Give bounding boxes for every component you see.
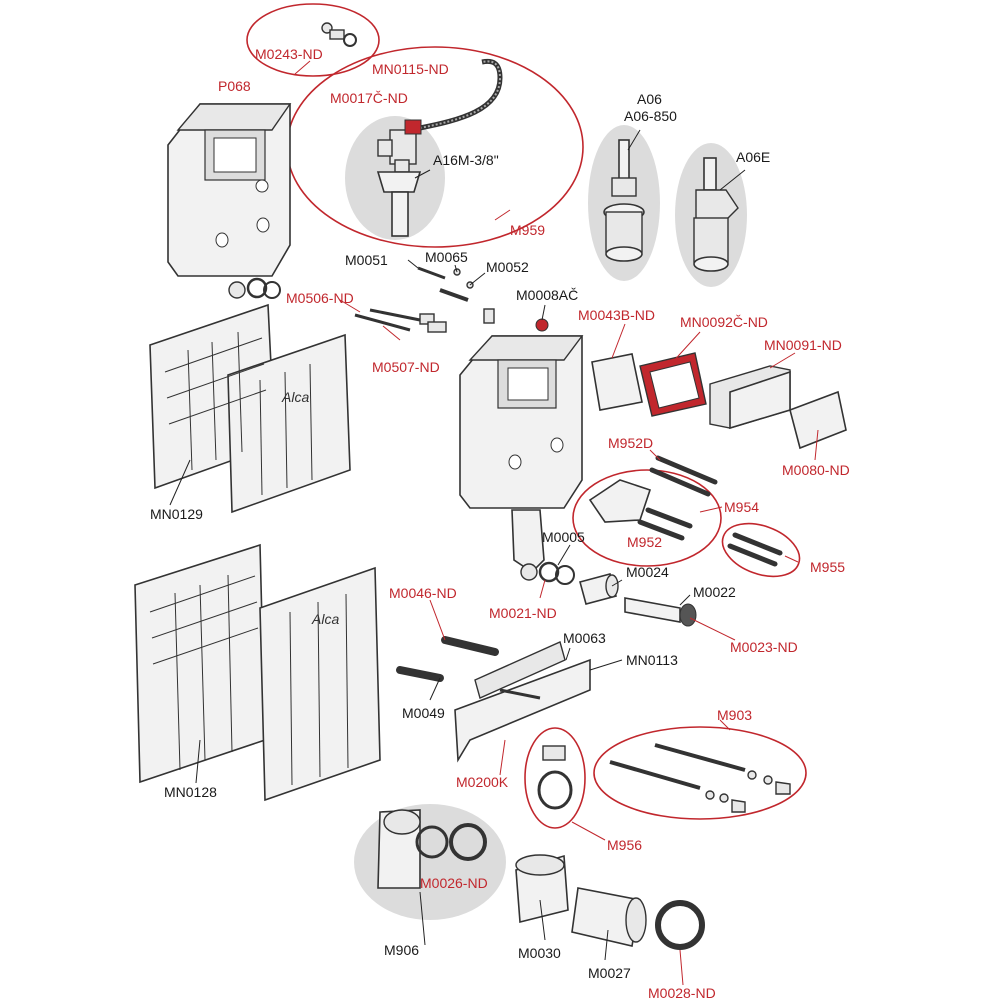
label-m0043b-nd: M0043B-ND xyxy=(578,307,655,323)
label-m0065: M0065 xyxy=(425,249,468,265)
frame-m0043b xyxy=(591,353,643,411)
group-outline-m903 xyxy=(593,726,807,820)
label-m0080-nd: M0080-ND xyxy=(782,462,850,478)
label-mn0129: MN0129 xyxy=(150,506,203,522)
label-m0017c-nd: M0017Č-ND xyxy=(330,90,408,106)
label-m0024: M0024 xyxy=(626,564,669,580)
valve-a06e xyxy=(693,157,739,272)
brand-logo-lower: Alca xyxy=(311,611,339,627)
label-m959: M959 xyxy=(510,222,545,238)
p068-parts xyxy=(321,22,357,47)
bracket-m954 xyxy=(588,479,652,523)
label-a06e: A06E xyxy=(736,149,770,165)
label-m0022: M0022 xyxy=(693,584,736,600)
label-mn0091-nd: MN0091-ND xyxy=(764,337,842,353)
frame-panels-mn0128 xyxy=(134,543,381,802)
small-hardware-top xyxy=(354,266,549,333)
label-mn0128: MN0128 xyxy=(164,784,217,800)
label-m955: M955 xyxy=(810,559,845,575)
group-outline-m955 xyxy=(721,522,801,578)
label-m0028-nd: M0028-ND xyxy=(648,985,716,1000)
label-m954: M954 xyxy=(724,499,759,515)
label-m0063: M0063 xyxy=(563,630,606,646)
label-m0030: M0030 xyxy=(518,945,561,961)
label-m906: M906 xyxy=(384,942,419,958)
label-mn0113: MN0113 xyxy=(626,652,678,668)
drain-parts xyxy=(520,561,697,627)
label-mn0115-nd: MN0115-ND xyxy=(372,61,449,77)
bracket-m0200k xyxy=(396,636,591,763)
label-m952d: M952D xyxy=(608,435,653,451)
label-m0052: M0052 xyxy=(486,259,529,275)
label-m0049: M0049 xyxy=(402,705,445,721)
label-m0027: M0027 xyxy=(588,965,631,981)
label-m0026-nd: M0026-ND xyxy=(420,875,488,891)
label-m0243-nd: M0243-ND xyxy=(255,46,323,62)
label-a06: A06 xyxy=(637,91,662,107)
label-m0046-nd: M0046-ND xyxy=(389,585,457,601)
label-m0506-nd: M0506-ND xyxy=(286,290,354,306)
label-m952: M952 xyxy=(627,534,662,550)
label-m0005: M0005 xyxy=(542,529,585,545)
label-mn0092c-nd: MN0092Č-ND xyxy=(680,314,768,330)
frame-panels-mn0129 xyxy=(149,303,351,514)
fill-valve-a16m xyxy=(376,119,422,237)
rods-m952 xyxy=(637,455,783,567)
label-m956: M956 xyxy=(607,837,642,853)
pipe-m0027 xyxy=(571,887,641,947)
clamp-m956 xyxy=(537,745,573,810)
label-m0051: M0051 xyxy=(345,252,388,268)
label-p068: P068 xyxy=(218,78,251,94)
label-m0008ac: M0008AČ xyxy=(516,287,578,303)
leader-lines-red xyxy=(294,60,819,986)
elbow-m906 xyxy=(377,809,487,889)
box-mn0091 xyxy=(709,365,791,430)
group-outline-m954 xyxy=(572,469,722,567)
leader-lines xyxy=(169,129,746,961)
group-outline-p068 xyxy=(246,3,380,77)
bolts-m903 xyxy=(609,743,791,813)
valve-a06 xyxy=(603,139,645,262)
label-m903: M903 xyxy=(717,707,752,723)
brand-logo-upper: Alca xyxy=(281,389,309,405)
cistern-top-left xyxy=(167,103,292,299)
label-m0023-nd: M0023-ND xyxy=(730,639,798,655)
label-m0200k: M0200K xyxy=(456,774,509,790)
cistern-middle xyxy=(459,335,584,574)
seal-m0028 xyxy=(655,900,705,950)
label-a16m: A16M-3/8" xyxy=(433,152,499,168)
plate-m0080 xyxy=(789,390,847,450)
group-outline-m956 xyxy=(524,727,586,829)
highlight-m906 xyxy=(354,804,506,920)
label-m0021-nd: M0021-ND xyxy=(489,605,557,621)
label-m0507-nd: M0507-ND xyxy=(372,359,440,375)
label-a06-850: A06-850 xyxy=(624,108,677,124)
